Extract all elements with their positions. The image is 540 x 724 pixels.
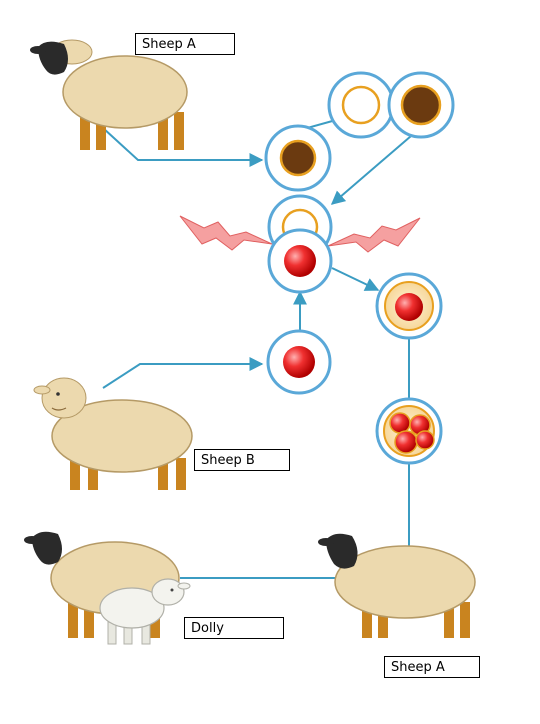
fusion-lower-cell (267, 228, 333, 294)
dolly-lamb-illustration (99, 578, 191, 645)
connectors (102, 119, 419, 579)
body-cell-brown-nucleus (264, 124, 332, 192)
embryo-dividing (375, 397, 443, 465)
label-sheep-a-bottom: Sheep A (384, 656, 480, 678)
label-sheep-b: Sheep B (194, 449, 290, 471)
spark-left-icon (179, 215, 273, 251)
embryo-single (375, 272, 443, 340)
sheep-b-illustration (33, 377, 193, 490)
sheep-a-surrogate-illustration (318, 533, 476, 638)
udder-cell-red-nucleus (266, 329, 332, 395)
arrow-sheep-a-to-cell (102, 127, 264, 167)
sheep-a-top-illustration (30, 39, 188, 150)
arrow-egg-to-fusion (330, 129, 419, 205)
label-dolly: Dolly (184, 617, 284, 639)
egg-cell-empty (327, 71, 395, 139)
arrow-sheep-b-to-cell (102, 357, 264, 389)
spark-right-icon (327, 217, 421, 253)
arrow-fusion-to-embryo (331, 267, 380, 291)
label-sheep-a-top: Sheep A (135, 33, 235, 55)
egg-nucleus-removed (387, 71, 455, 139)
